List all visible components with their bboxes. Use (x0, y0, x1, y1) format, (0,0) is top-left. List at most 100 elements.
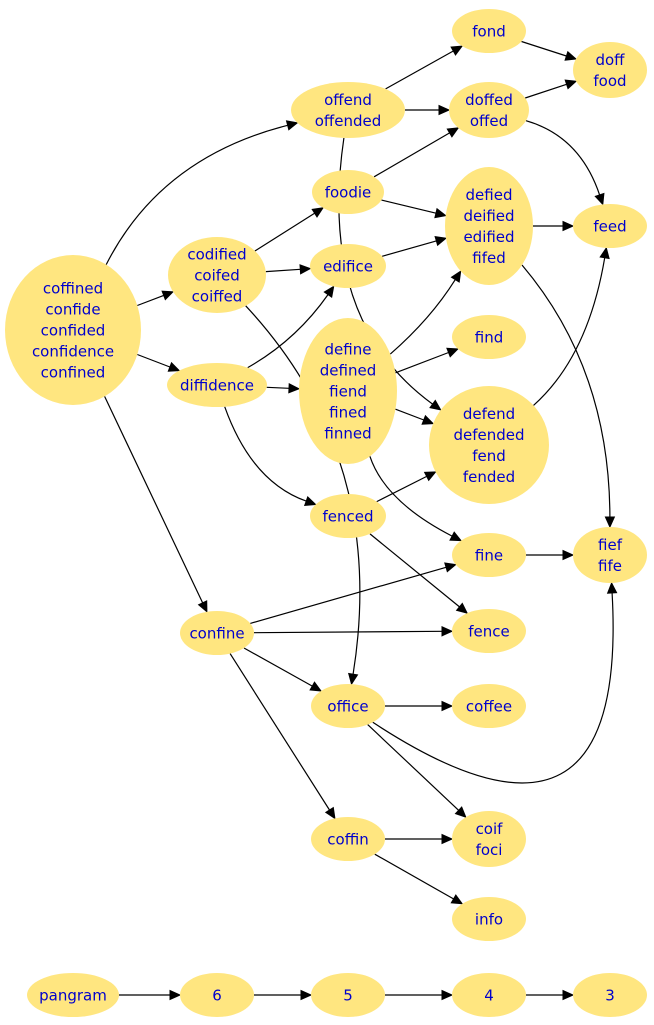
node-label: coiffed (192, 288, 243, 306)
edge-arrowhead (564, 50, 578, 61)
node-coffin: coffin (311, 817, 385, 861)
edge-arrowhead (441, 989, 454, 1001)
edge-arrowhead (454, 806, 467, 819)
edge-line (104, 396, 204, 604)
edge-arrowhead (288, 383, 301, 394)
node-ellipse (5, 255, 141, 405)
node-ellipse (452, 315, 526, 359)
edge-line (525, 83, 567, 99)
node-label: coffined (43, 280, 103, 298)
edge-arrowhead (348, 672, 359, 686)
node-n3: 3 (573, 973, 647, 1017)
edge-arrowhead (169, 989, 182, 1001)
edge-line (137, 353, 171, 368)
edge-line (381, 199, 437, 214)
node-label: fenced (322, 508, 373, 526)
node-ellipse (452, 533, 526, 577)
edge-line (395, 351, 449, 374)
node-label: 4 (484, 987, 494, 1005)
edge-arrowhead (606, 581, 618, 594)
node-info: info (452, 897, 526, 941)
edge-defied-to-fief (521, 264, 616, 529)
edge-n6-to-n5 (254, 989, 313, 1001)
edge-office-to-fief (372, 581, 618, 784)
node-find: find (452, 315, 526, 359)
edge-line (521, 264, 611, 518)
node-n5: 5 (311, 973, 385, 1017)
edge-pangram-to-n6 (119, 989, 182, 1001)
edge-define-to-find (395, 347, 460, 374)
edge-line (373, 132, 450, 178)
node-label: foodie (325, 184, 372, 202)
edges-layer (104, 40, 618, 1001)
edge-n5-to-n4 (385, 989, 454, 1001)
edge-coffin-to-info (374, 853, 464, 905)
edge-confine-to-coffin (229, 653, 336, 820)
node-ellipse (310, 244, 386, 288)
edge-arrowhead (564, 79, 578, 90)
edge-arrowhead (604, 516, 616, 529)
node-feed: feed (573, 204, 647, 248)
edge-arrowhead (303, 496, 317, 506)
edge-line (245, 305, 361, 675)
node-doff: doff food (573, 42, 647, 98)
node-label: 3 (605, 987, 615, 1005)
edge-arrowhead (441, 833, 454, 845)
node-label: fief (598, 536, 623, 554)
edge-line (521, 40, 567, 57)
edge-line (229, 653, 331, 811)
edge-arrowhead (444, 562, 457, 573)
node-label: food (593, 72, 626, 90)
node-label: confide (45, 301, 100, 319)
node-ellipse (452, 9, 526, 53)
edge-codified-to-edifice (265, 264, 312, 275)
edge-diffidence-to-edifice (247, 285, 335, 369)
node-label: define (325, 341, 372, 359)
edge-diffidence-to-fenced (224, 406, 317, 506)
edge-line (254, 212, 315, 252)
edge-codified-to-foodie (254, 207, 325, 252)
node-ellipse (310, 494, 386, 538)
edge-arrowhead (309, 681, 323, 692)
node-fief: fief fife (573, 527, 647, 583)
edge-coffined-to-confine (104, 396, 208, 613)
edge-foodie-to-defied (381, 199, 447, 219)
node-label: coifed (194, 267, 240, 285)
edge-line (385, 50, 454, 90)
node-ellipse (452, 897, 526, 941)
node-confine: confine (180, 611, 254, 655)
edge-coffined-to-codified (137, 290, 175, 307)
edge-line (525, 120, 601, 196)
node-label: doff (595, 51, 625, 69)
node-fence: fence (452, 609, 526, 653)
edge-arrowhead (167, 361, 181, 372)
node-label: fond (472, 23, 506, 41)
node-label: defend (463, 405, 515, 423)
edge-coffined-to-offend (105, 120, 299, 265)
node-label: coif (476, 820, 504, 838)
edge-line (381, 240, 437, 257)
edge-arrowhead (450, 270, 462, 283)
edge-fond-to-doff (521, 40, 578, 61)
node-label: fife (598, 557, 622, 575)
node-ellipse (452, 973, 526, 1017)
node-ellipse (311, 973, 385, 1017)
node-ellipse (311, 684, 385, 728)
edge-fenced-to-defend (376, 471, 437, 503)
edge-confine-to-office (243, 647, 323, 692)
edge-doffed-to-feed (525, 120, 605, 206)
node-label: defended (453, 426, 524, 444)
edge-defend-to-feed (533, 246, 610, 406)
edge-line (247, 294, 329, 369)
edge-arrowhead (429, 399, 442, 411)
node-label: pangram (39, 987, 107, 1005)
edge-line (243, 647, 313, 687)
edge-arrowhead (562, 549, 575, 561)
node-ellipse (167, 363, 267, 407)
edge-confine-to-fine (250, 562, 457, 624)
node-fond: fond (452, 9, 526, 53)
edge-doffed-to-doff (525, 79, 578, 99)
